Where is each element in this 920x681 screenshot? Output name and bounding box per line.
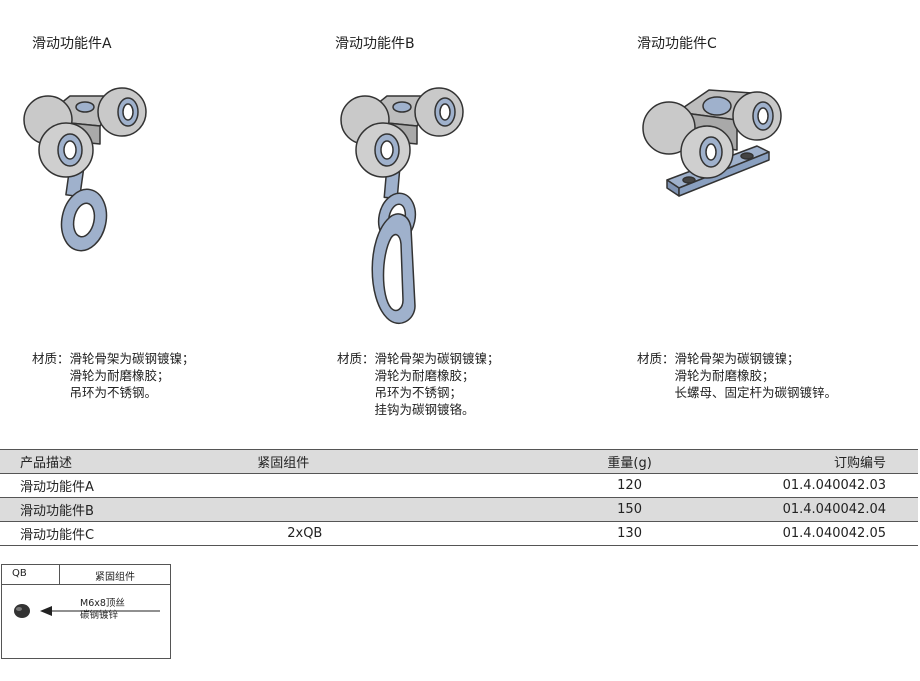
cell-fastener [237, 497, 497, 522]
material-line: 吊环为不锈钢。 [69, 385, 158, 400]
cell-weight: 130 [496, 521, 763, 546]
material-line: 吊环为不锈钢； [374, 385, 463, 400]
cell-description: 滑动功能件C [0, 521, 238, 546]
material-line: 滑轮骨架为碳钢镀镍； [374, 351, 500, 366]
cell-fastener [237, 473, 497, 498]
material-label: 材质： [637, 351, 675, 366]
product-a-illustration [23, 87, 147, 252]
material-spec: 材质： 滑轮骨架为碳钢镀镍； 滑轮为耐磨橡胶； 长螺母、固定杆为碳钢镀锌。 [637, 350, 837, 401]
product-title: 滑动功能件C [637, 36, 717, 52]
cell-order-no: 01.4.040042.03 [762, 473, 918, 498]
cell-order-no: 01.4.040042.04 [762, 497, 918, 522]
material-line: 滑轮骨架为碳钢镀镍； [69, 351, 195, 366]
material-label: 材质： [32, 351, 70, 366]
set-screw-icon [14, 604, 160, 618]
table-row: 滑动功能件C 2xQB 130 01.4.040042.05 [0, 521, 918, 546]
product-c-illustration [642, 89, 782, 197]
material-line: 滑轮为耐磨橡胶； [674, 368, 775, 383]
material-label: 材质： [337, 351, 375, 366]
material-line: 挂钩为碳钢镀铬。 [374, 402, 475, 417]
product-title: 滑动功能件A [32, 36, 112, 52]
material-spec: 材质： 滑轮骨架为碳钢镀镍； 滑轮为耐磨橡胶； 吊环为不锈钢。 [32, 350, 195, 401]
header-fastener: 紧固组件 [237, 449, 497, 474]
table-row: 滑动功能件B 150 01.4.040042.04 [0, 497, 918, 522]
cell-weight: 120 [496, 473, 763, 498]
product-c: 滑动功能件C 材质： 滑轮骨架为碳钢镀镍； 滑轮为耐磨橡胶； 长螺母、固定杆为碳 [605, 0, 905, 440]
legend-note: M6x8顶丝 碳钢镀锌 [80, 598, 125, 622]
header-weight: 重量(g) [496, 449, 763, 474]
table-header-row: 产品描述 紧固组件 重量(g) 订购编号 [0, 449, 918, 474]
product-title: 滑动功能件B [335, 36, 415, 52]
material-line: 滑轮为耐磨橡胶； [374, 368, 475, 383]
product-b: 滑动功能件B 材质： 滑轮骨架为碳钢镀镍； 滑轮为耐磨橡胶； 吊环 [305, 0, 605, 440]
fastener-legend: QB 紧固组件 M6x8顶丝 碳钢镀锌 [1, 564, 171, 659]
legend-note-line: 碳钢镀锌 [80, 610, 119, 621]
material-line: 长螺母、固定杆为碳钢镀锌。 [674, 385, 838, 400]
header-description: 产品描述 [0, 449, 238, 474]
cell-description: 滑动功能件A [0, 473, 238, 498]
material-line: 滑轮骨架为碳钢镀镍； [674, 351, 800, 366]
legend-note-line: M6x8顶丝 [80, 598, 125, 609]
legend-name: 紧固组件 [95, 572, 135, 583]
cell-description: 滑动功能件B [0, 497, 238, 522]
spec-table: 产品描述 紧固组件 重量(g) 订购编号 滑动功能件A 120 01.4.040… [0, 449, 918, 546]
table-row: 滑动功能件A 120 01.4.040042.03 [0, 473, 918, 498]
product-a: 滑动功能件A 材质： 滑轮骨架为碳钢镀镍； 滑轮为耐磨橡胶； 吊环为不锈钢。 [0, 0, 300, 440]
cell-weight: 150 [496, 497, 763, 522]
legend-header: QB 紧固组件 [2, 565, 170, 585]
material-spec: 材质： 滑轮骨架为碳钢镀镍； 滑轮为耐磨橡胶； 吊环为不锈钢； 挂钩为碳钢镀铬。 [337, 350, 500, 418]
legend-code: QB [2, 565, 60, 584]
material-line: 滑轮为耐磨橡胶； [69, 368, 170, 383]
cell-order-no: 01.4.040042.05 [762, 521, 918, 546]
cell-fastener: 2xQB [237, 521, 497, 546]
product-b-illustration [340, 87, 464, 324]
header-order-no: 订购编号 [762, 449, 918, 474]
